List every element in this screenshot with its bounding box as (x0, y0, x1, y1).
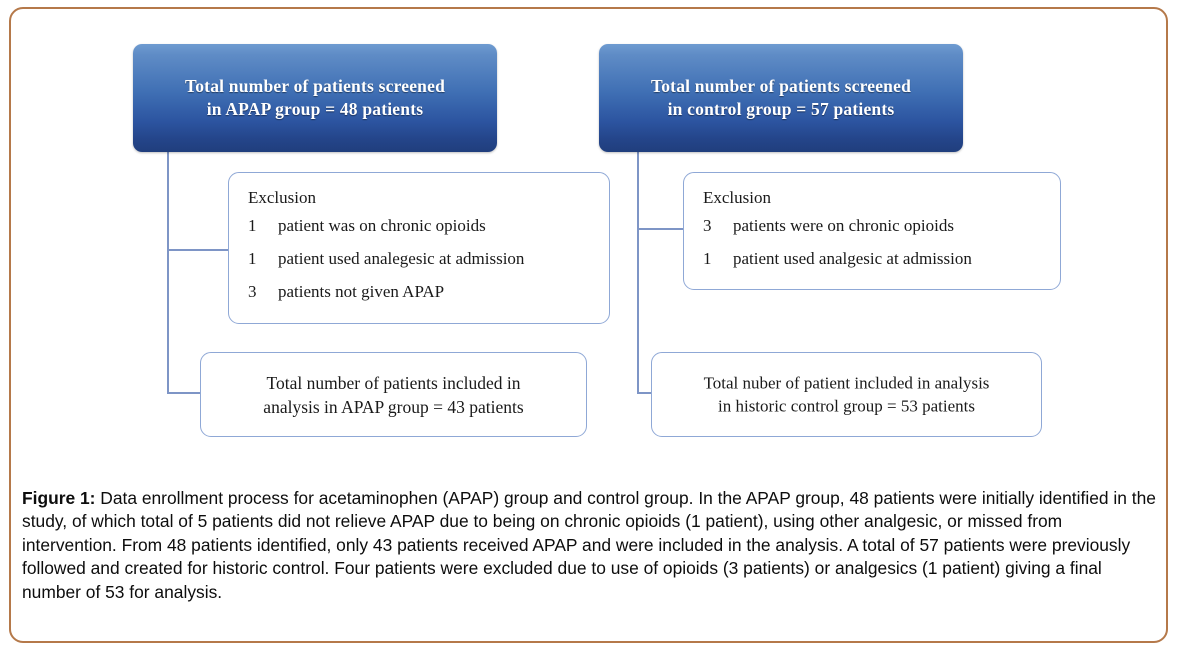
connector-apap-to-exclusion (167, 249, 230, 251)
connector-control-to-exclusion (637, 228, 685, 230)
exclusion-control-title: Exclusion (703, 188, 771, 207)
figure-caption: Figure 1: Data enrollment process for ac… (22, 487, 1158, 604)
result-apap-line2: analysis in APAP group = 43 patients (263, 396, 524, 417)
exclusion-apap-text-1: patient was on chronic opioids (278, 216, 486, 235)
exclusion-box-apap: Exclusion 1 patient was on chronic opioi… (228, 172, 610, 324)
header-control-line2: in control group = 57 patients (667, 99, 895, 119)
header-box-apap-screened: Total number of patients screened in APA… (133, 44, 497, 152)
header-control-line1: Total number of patients screened (650, 75, 912, 96)
flowchart: Total number of patients screened in APA… (133, 44, 1061, 437)
exclusion-control-text-2: patient used analgesic at admission (733, 249, 972, 268)
list-item: 1 patient was on chronic opioids (248, 217, 599, 234)
exclusion-box-control: Exclusion 3 patients were on chronic opi… (683, 172, 1061, 290)
connector-control-vertical (637, 150, 639, 393)
exclusion-control-count-1: 3 (703, 216, 712, 235)
list-item: 3 patients were on chronic opioids (703, 217, 1050, 234)
result-box-apap: Total number of patients included in ana… (200, 352, 587, 437)
exclusion-apap-count-1: 1 (248, 216, 257, 235)
figure-caption-label: Figure 1: (22, 488, 96, 508)
result-control-line1: Total nuber of patient included in analy… (703, 373, 990, 393)
exclusion-control-text-1: patients were on chronic opioids (733, 216, 954, 235)
exclusion-apap-list: 1 patient was on chronic opioids 1 patie… (248, 217, 599, 300)
result-control-line2: in historic control group = 53 patients (718, 396, 975, 416)
header-box-control-screened: Total number of patients screened in con… (599, 44, 963, 152)
exclusion-apap-text-2: patient used analegesic at admission (278, 249, 525, 268)
result-box-control: Total nuber of patient included in analy… (651, 352, 1042, 437)
list-item: 1 patient used analegesic at admission (248, 250, 599, 267)
header-apap-line1: Total number of patients screened (184, 75, 446, 96)
header-apap-line2: in APAP group = 48 patients (206, 99, 424, 119)
exclusion-apap-count-3: 3 (248, 282, 257, 301)
connector-apap-vertical (167, 150, 169, 393)
exclusion-apap-text-3: patients not given APAP (278, 282, 445, 301)
list-item: 3 patients not given APAP (248, 283, 599, 300)
connector-control-to-result (637, 392, 653, 394)
exclusion-apap-count-2: 1 (248, 249, 257, 268)
figure-caption-text: Data enrollment process for acetaminophe… (22, 488, 1156, 602)
connector-apap-to-result (167, 392, 202, 394)
result-apap-line1: Total number of patients included in (266, 372, 521, 393)
result-control-text: Total nuber of patient included in analy… (652, 371, 1041, 418)
exclusion-control-list: 3 patients were on chronic opioids 1 pat… (703, 217, 1050, 267)
list-item: 1 patient used analgesic at admission (703, 250, 1050, 267)
exclusion-control-count-2: 1 (703, 249, 712, 268)
result-apap-text: Total number of patients included in ana… (201, 370, 586, 418)
exclusion-apap-title: Exclusion (248, 188, 316, 207)
